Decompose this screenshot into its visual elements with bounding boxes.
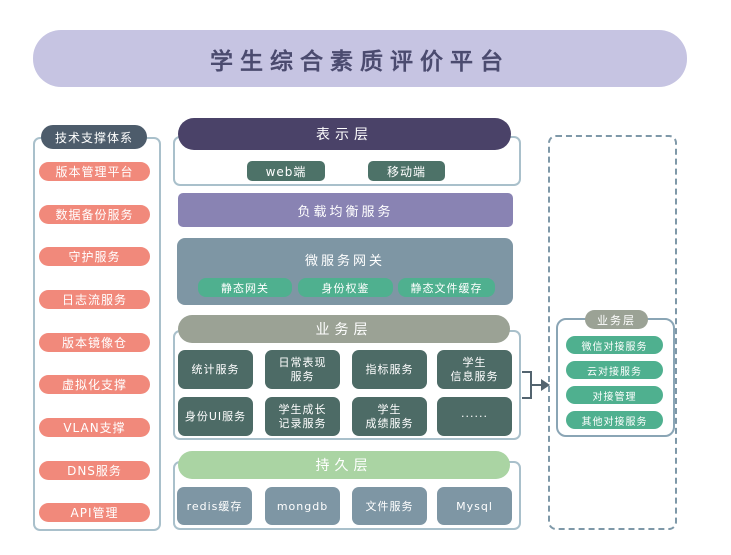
service-growth-record: 学生成长 记录服务 [265,397,340,436]
tech-item-dns: DNS服务 [39,461,150,480]
db-mongdb: mongdb [265,487,340,525]
business-to-integration-arrow [522,371,550,399]
db-mysql: Mysql [437,487,512,525]
service-identity-ui: 身份UI服务 [178,397,253,436]
load-balancer-node: 负载均衡服务 [178,193,513,227]
tech-item-daemon: 守护服务 [39,247,150,266]
db-redis: redis缓存 [177,487,252,525]
persistence-header: 持久层 [178,451,510,479]
tech-item-logstream: 日志流服务 [39,290,150,309]
integration-dashed-region [548,135,677,530]
service-student-info: 学生 信息服务 [437,350,512,389]
tech-support-header: 技术支撑体系 [41,125,147,149]
service-daily-performance: 日常表现 服务 [265,350,340,389]
tech-item-registry: 版本镜像仓 [39,333,150,352]
integration-cloud: 云对接服务 [566,361,663,379]
integration-header: 业务层 [585,310,648,329]
gateway-auth-node: 身份权鉴 [298,278,393,297]
business-header: 业务层 [178,315,510,343]
service-indicator: 指标服务 [352,350,427,389]
gateway-header: 微服务网关 [304,253,385,269]
integration-wechat: 微信对接服务 [566,336,663,354]
tech-item-virtualization: 虚拟化支撑 [39,375,150,394]
service-grades: 学生 成绩服务 [352,397,427,436]
integration-management: 对接管理 [566,386,663,404]
gateway-filecache-node: 静态文件缓存 [398,278,495,297]
page-title: 学生综合素质评价平台 [33,30,687,87]
service-more-ellipsis: ······ [437,397,512,436]
presentation-header: 表示层 [178,118,511,150]
web-client-node: web端 [247,161,325,181]
service-statistics: 统计服务 [178,350,253,389]
tech-item-backup: 数据备份服务 [39,205,150,224]
tech-item-api: API管理 [39,503,150,522]
gateway-static-node: 静态网关 [198,278,292,297]
tech-item-version-mgmt: 版本管理平台 [39,162,150,181]
db-file-service: 文件服务 [352,487,427,525]
tech-item-vlan: VLAN支撑 [39,418,150,437]
mobile-client-node: 移动端 [368,161,445,181]
integration-other: 其他对接服务 [566,411,663,429]
